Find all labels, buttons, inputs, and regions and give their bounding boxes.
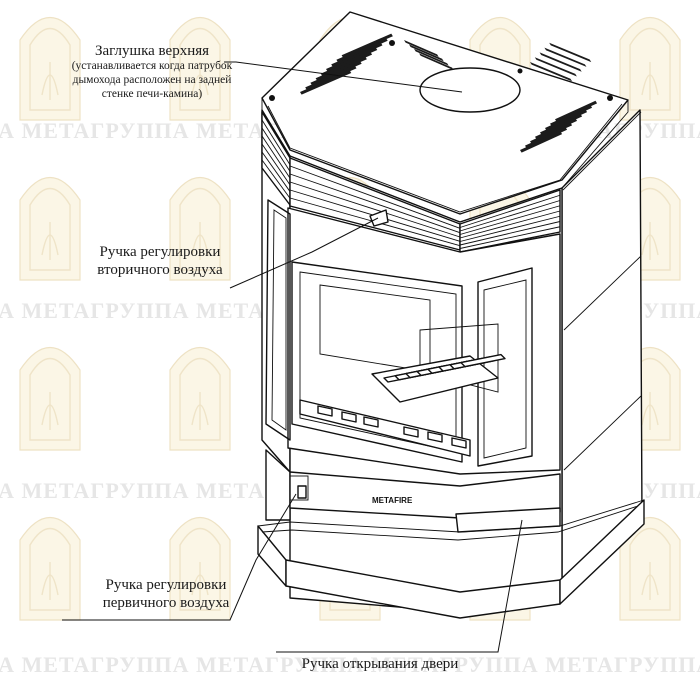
vent-slot: [534, 57, 577, 77]
leader-primary-air: [62, 493, 297, 621]
vent-slot: [326, 47, 378, 72]
secondary-air-handle: [369, 209, 389, 227]
vent-slot: [320, 52, 373, 77]
louvre-slat: [459, 226, 561, 249]
side-panel-joint-2: [563, 395, 642, 471]
louvre-slat: [459, 200, 561, 232]
vent-slot: [404, 40, 439, 57]
vent-slot: [331, 42, 383, 67]
watermark-emblem: [19, 176, 81, 281]
louvre-slat: [261, 127, 291, 172]
label-top-plug: Заглушка верхняя (устанавливается когда …: [32, 42, 272, 101]
watermark-row-4: ПА МЕТАГРУППА МЕТАГРУППА МЕТАГРУППА МЕТА…: [0, 652, 700, 677]
log-bar-slot: [427, 431, 443, 443]
label-primary-air-line-1: Ручка регулировки: [105, 577, 227, 593]
leader-top-plug: [224, 61, 463, 93]
louvre-slat: [289, 173, 461, 234]
primary-air-handle-slot: [289, 475, 309, 501]
label-secondary-air: Ручка регулировки вторичного воздуха: [60, 243, 260, 279]
vent-slot: [414, 48, 449, 66]
vent-slot: [300, 70, 352, 95]
label-top-plug-note-1: (устанавливается когда патрубок: [71, 60, 233, 72]
base-right: [559, 499, 645, 605]
top-bolt: [269, 95, 275, 101]
louvre-slat: [261, 135, 291, 179]
label-top-plug-title: Заглушка верхняя: [94, 43, 210, 59]
label-primary-air: Ручка регулировки первичного воздуха: [66, 576, 266, 612]
vent-slot: [549, 42, 592, 63]
lower-left-panel: [265, 449, 291, 521]
brand-plate: METAFIRE: [372, 496, 413, 505]
leader-door-handle: [276, 519, 523, 653]
louvre-slat: [459, 194, 561, 228]
louvre-slat: [459, 205, 561, 235]
vent-slot: [539, 52, 582, 72]
louvre-slat: [261, 119, 291, 165]
upper-louvres: [261, 111, 561, 253]
louvre-slat: [459, 210, 561, 239]
right-glass: [477, 267, 533, 467]
louvre-slat: [261, 159, 291, 199]
door-frame: [287, 207, 561, 475]
log-bar-slot: [341, 411, 357, 423]
label-door-handle-line-1: Ручка открывания двери: [301, 656, 459, 672]
louvre-slat: [459, 221, 561, 246]
primary-air-handle: [297, 485, 307, 499]
louvre-slat: [289, 181, 461, 238]
watermark-emblem: [169, 346, 231, 451]
vent-slot: [409, 44, 444, 62]
label-door-handle: Ручка открывания двери: [250, 655, 510, 673]
label-secondary-air-line-1: Ручка регулировки: [99, 244, 221, 260]
leader-lines: [62, 61, 523, 653]
louvre-slat: [261, 151, 291, 192]
grate: [371, 355, 499, 403]
watermark-emblem: [19, 16, 81, 121]
firebox-interior: [299, 284, 506, 457]
log-bar-slot: [317, 405, 333, 417]
left-glass: [265, 199, 291, 441]
vent-slot: [555, 100, 598, 122]
top-bolt: [389, 40, 395, 46]
vent-slot: [544, 47, 587, 67]
log-bar-slot: [403, 426, 419, 438]
watermark-emblem: [169, 516, 231, 621]
top-bolt: [517, 68, 523, 74]
vent-slot: [336, 38, 388, 63]
vent-slot: [419, 53, 454, 71]
top-bolt: [607, 95, 613, 101]
watermark-emblem: [19, 346, 81, 451]
watermark-emblem: [169, 176, 231, 281]
watermark-emblem: [19, 516, 81, 621]
top-vents: [300, 33, 598, 153]
leader-secondary-air: [229, 217, 379, 289]
vent-slot: [530, 62, 573, 82]
side-panel-joint-1: [563, 255, 642, 331]
log-bar-slot: [451, 437, 467, 449]
grate-bar: [460, 353, 506, 368]
label-top-plug-note-2: дымохода расположен на задней: [72, 73, 232, 86]
louvre-slat: [261, 143, 291, 186]
vent-slot: [310, 61, 362, 86]
vent-slot: [305, 65, 357, 90]
label-secondary-air-line-2: вторичного воздуха: [97, 262, 223, 278]
vent-slot: [341, 33, 393, 58]
label-primary-air-line-2: первичного воздуха: [102, 595, 230, 611]
log-bar-slot: [363, 416, 379, 428]
louvre-slat: [289, 165, 461, 229]
louvre-slat: [459, 215, 561, 242]
stove: METAFIRE: [257, 11, 645, 619]
watermark-emblem: [169, 16, 231, 121]
label-top-plug-note-3: стенке печи-камина): [101, 87, 203, 100]
front-glass: [291, 261, 463, 463]
watermark-emblem: [619, 16, 681, 121]
top-plug: [419, 67, 521, 113]
